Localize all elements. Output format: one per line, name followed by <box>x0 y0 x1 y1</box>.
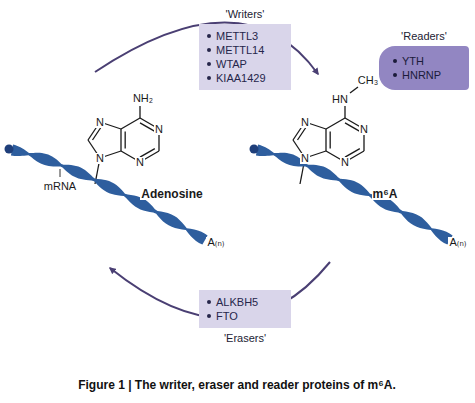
chem-bond <box>344 106 345 118</box>
figure-caption: Figure 1 | The writer, eraser and reader… <box>78 378 396 392</box>
protein-name: ALKBH5 <box>216 296 258 308</box>
protein-name: WTAP <box>216 58 247 70</box>
erasers-box: ALKBH5FTO'Erasers' <box>199 290 291 328</box>
list-item: YTH <box>393 54 457 68</box>
polya-tail: A₍ₙ₎ <box>448 237 467 248</box>
bullet-dot <box>207 76 211 80</box>
molecule-name: Adenosine <box>140 188 203 200</box>
protein-name: FTO <box>216 310 238 322</box>
list-item: KIAA1429 <box>207 71 282 85</box>
bullet-dot <box>207 300 211 304</box>
atom-label: N <box>135 157 145 168</box>
mrna-ribbons <box>5 145 453 245</box>
chem-bond <box>120 129 121 151</box>
mrna-ribbon <box>11 145 208 245</box>
atom-label: N <box>95 117 105 128</box>
chem-bond <box>125 131 126 148</box>
molecule-name: m⁶A <box>372 188 399 200</box>
atom-label: N <box>300 117 310 128</box>
group-heading: 'Erasers' <box>224 332 266 345</box>
chem-bond <box>93 127 102 141</box>
protein-name: KIAA1429 <box>216 72 266 84</box>
list-item: HNRNP <box>393 68 457 82</box>
bullet-dot <box>393 73 397 77</box>
bullet-dot <box>207 62 211 66</box>
cap-dot <box>5 145 14 154</box>
group-heading: 'Readers' <box>401 30 447 43</box>
leader-line <box>60 169 61 177</box>
atom-label: N <box>95 153 105 164</box>
list-item: WTAP <box>207 57 282 71</box>
list-item: METTL14 <box>207 43 282 57</box>
chem-bond <box>140 123 155 132</box>
polya-tail: A₍ₙ₎ <box>206 237 225 248</box>
methyl-group: CH₃ <box>357 75 379 86</box>
writers-box: 'Writers'METTL3METTL14WTAPKIAA1429 <box>199 24 291 90</box>
atom-label: N <box>154 124 164 135</box>
atom-label: N <box>340 157 350 168</box>
bullet-dot <box>393 59 397 63</box>
chem-bond <box>139 106 140 118</box>
cap-dot <box>250 145 259 154</box>
strand-label: mRNA <box>43 181 77 192</box>
mrna-ribbon <box>256 145 453 245</box>
chem-bond <box>345 123 360 132</box>
protein-name: METTL14 <box>216 44 264 56</box>
list-item: FTO <box>207 309 282 323</box>
bullet-dot <box>207 48 211 52</box>
protein-name: HNRNP <box>402 69 441 81</box>
protein-name: YTH <box>402 55 424 67</box>
list-item: METTL3 <box>207 29 282 43</box>
atom-label: N <box>300 153 310 164</box>
atom-label: N <box>359 124 369 135</box>
group-heading: 'Writers' <box>226 8 265 21</box>
atom-label: HN <box>331 94 349 105</box>
chem-bond <box>350 87 358 93</box>
chem-bond <box>298 127 307 141</box>
amine-group: NH₂ <box>132 93 154 104</box>
list-item: ALKBH5 <box>207 295 282 309</box>
chem-bond <box>121 118 140 129</box>
protein-name: METTL3 <box>216 30 258 42</box>
bullet-dot <box>207 34 211 38</box>
bullet-dot <box>207 314 211 318</box>
chem-bond <box>330 131 331 148</box>
chem-bond <box>325 129 326 151</box>
readers-box: 'Readers'YTHHNRNP <box>379 46 469 90</box>
chem-bond <box>326 118 345 129</box>
